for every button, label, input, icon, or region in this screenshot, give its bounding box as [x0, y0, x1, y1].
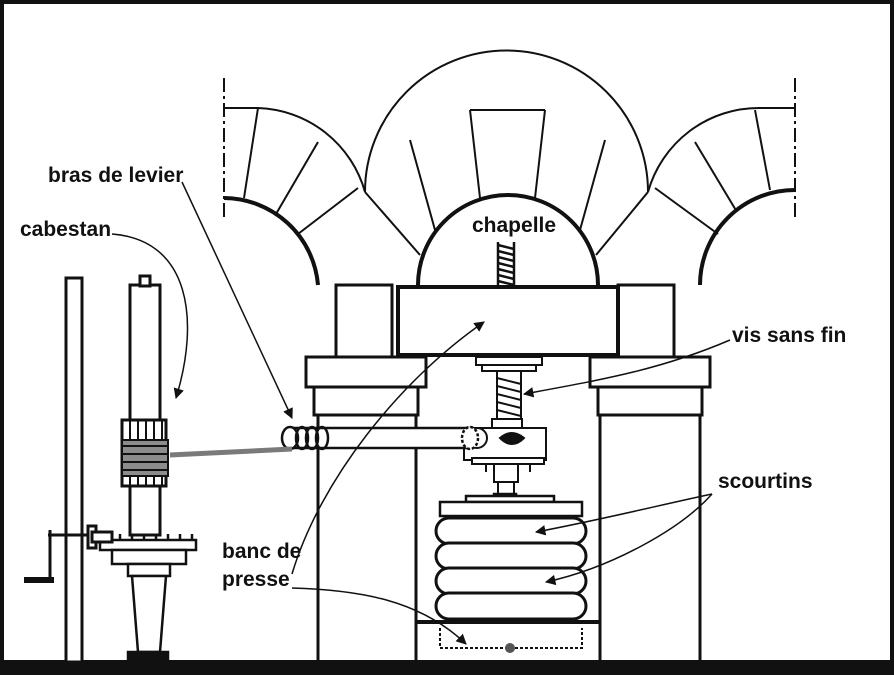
rope-line [169, 446, 293, 458]
leader-vis-sans-fin [522, 339, 731, 398]
label-vis-sans-fin: vis sans fin [732, 324, 846, 347]
crank-handle [24, 524, 114, 583]
leader-bras-de-levier [181, 181, 293, 419]
capstan-windings [122, 445, 168, 471]
leader-banc-de-presse-2 [291, 587, 467, 645]
label-bras-de-levier: bras de levier [48, 164, 183, 187]
label-banc-de-presse-line1: banc de [222, 540, 301, 563]
label-chapelle: chapelle [472, 214, 556, 237]
label-banc-de-presse-line2: presse [222, 568, 290, 591]
leader-lines [111, 181, 731, 645]
press-plate [438, 492, 584, 518]
stone-piers [304, 283, 712, 662]
lever-arm [280, 425, 480, 451]
label-scourtins: scourtins [718, 470, 813, 493]
leader-banc-de-presse-1 [291, 321, 485, 575]
stone-arches [223, 49, 796, 286]
chapelle-thread-icon [496, 242, 516, 287]
scourtins-stack [434, 516, 588, 621]
label-cabestan: cabestan [20, 218, 111, 241]
leader-scourtins-2 [544, 493, 713, 586]
press-bench-base [416, 620, 600, 653]
capstan-gear-platform [98, 534, 198, 662]
leader-cabestan [111, 233, 189, 400]
ground-line [2, 660, 892, 673]
leader-scourtins-1 [534, 493, 713, 536]
